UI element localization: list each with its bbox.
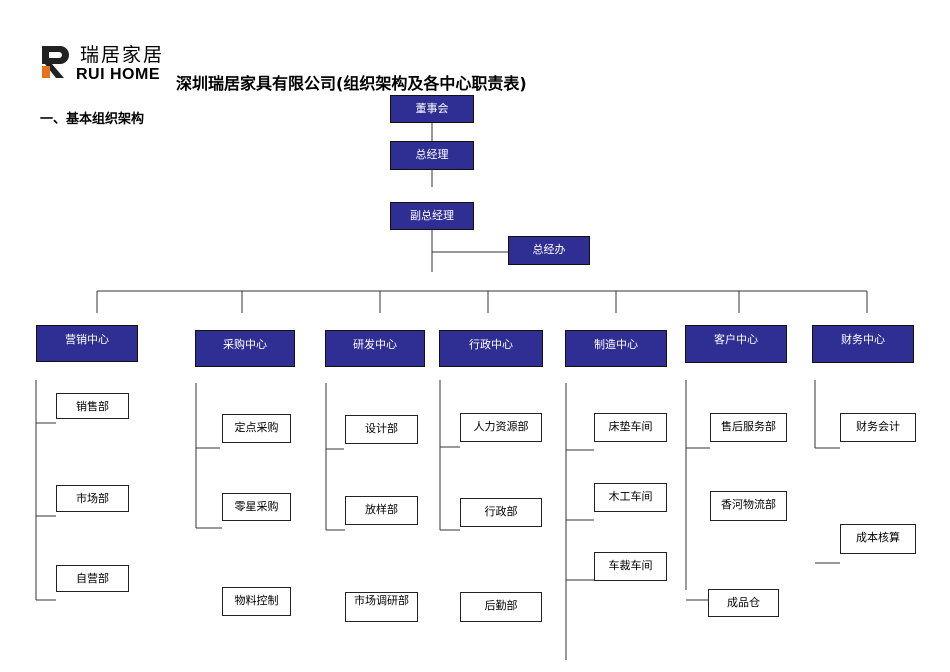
node-general-manager: 总经理 bbox=[390, 141, 474, 170]
center-purchasing: 采购中心 bbox=[195, 330, 295, 367]
dept-logistics-support: 后勤部 bbox=[460, 592, 542, 622]
dept-after-sales-service: 售后服务部 bbox=[710, 413, 787, 442]
dept-sales: 销售部 bbox=[56, 393, 129, 419]
dept-mattress-workshop: 床垫车间 bbox=[594, 413, 667, 442]
rui-home-logo-icon bbox=[42, 46, 69, 78]
dept-material-control: 物料控制 bbox=[222, 587, 291, 616]
dept-designated-purchasing: 定点采购 bbox=[222, 414, 291, 443]
dept-self-operated: 自营部 bbox=[56, 565, 129, 592]
center-finance: 财务中心 bbox=[812, 325, 914, 363]
logo-english-text: RUI HOME bbox=[76, 66, 160, 83]
dept-financial-accounting: 财务会计 bbox=[840, 413, 916, 442]
node-deputy-general-manager: 副总经理 bbox=[390, 202, 474, 230]
node-board: 董事会 bbox=[390, 95, 474, 123]
dept-human-resources: 人力资源部 bbox=[460, 413, 542, 442]
center-rnd: 研发中心 bbox=[325, 330, 425, 367]
dept-market-research: 市场调研部 bbox=[345, 592, 418, 622]
dept-market: 市场部 bbox=[56, 485, 129, 512]
dept-cost-accounting: 成本核算 bbox=[840, 524, 916, 554]
center-manufacturing: 制造中心 bbox=[565, 330, 667, 367]
center-administration: 行政中心 bbox=[439, 330, 543, 367]
center-customer: 客户中心 bbox=[685, 325, 787, 363]
dept-woodwork-workshop: 木工车间 bbox=[594, 483, 667, 512]
dept-finished-goods-warehouse: 成品仓 bbox=[708, 589, 779, 617]
dept-cutting-workshop: 车裁车间 bbox=[594, 552, 667, 581]
center-marketing: 营销中心 bbox=[36, 325, 138, 362]
node-gm-office: 总经办 bbox=[508, 236, 590, 265]
section-heading: 一、基本组织架构 bbox=[40, 112, 145, 127]
document-title: 深圳瑞居家具有限公司(组织架构及各中心职责表) bbox=[176, 74, 527, 93]
dept-design: 设计部 bbox=[345, 415, 418, 444]
dept-sporadic-purchasing: 零星采购 bbox=[222, 493, 291, 521]
dept-administration: 行政部 bbox=[460, 498, 542, 527]
dept-sampling: 放样部 bbox=[345, 496, 418, 525]
logo-chinese-text: 瑞居家居 bbox=[80, 44, 165, 66]
dept-xianghe-logistics: 香河物流部 bbox=[710, 491, 787, 521]
